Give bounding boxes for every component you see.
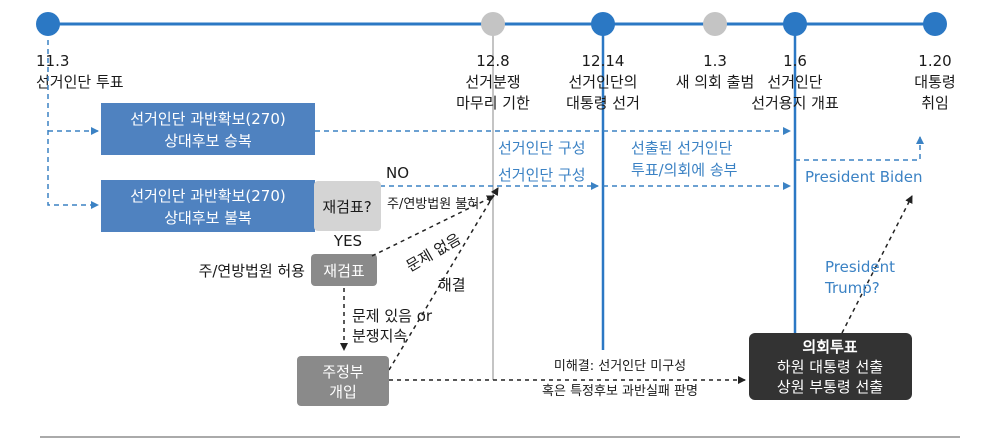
recount-question-label: 재검표? <box>322 198 371 216</box>
timeline-label-0-0: 선거인단 투표 <box>36 73 124 91</box>
inauguration-arrow <box>795 136 924 161</box>
no-problem-arrow <box>371 195 495 257</box>
house-vote-box <box>749 333 912 400</box>
win-box-line-2: 상대후보 승복 <box>164 132 252 150</box>
house-to-president-arrow <box>841 195 913 334</box>
problem-label-1: 문제 있음 or <box>352 307 433 325</box>
timeline-dot-4 <box>783 12 807 36</box>
resolved-arrow <box>388 187 499 371</box>
elector-form-label-2: 선거인단 구성 <box>498 166 586 184</box>
timeline-dot-2 <box>591 12 615 36</box>
dispute-box-line-2: 상대후보 불복 <box>164 209 252 227</box>
no-problem-label: 문제 없음 <box>403 230 464 276</box>
timeline-dot-0 <box>36 12 60 36</box>
state-gov-box <box>297 356 389 406</box>
timeline-label-1-0: 선거분쟁 <box>465 73 520 91</box>
elector-form-label-1: 선거인단 구성 <box>498 139 586 157</box>
house-vote-line-3: 상원 부통령 선출 <box>777 378 883 396</box>
timeline-label-4-0: 선거인단 <box>767 73 822 91</box>
timeline-date-2: 12.14 <box>582 52 625 70</box>
court-deny-label: 주/연방법원 불허 <box>387 197 479 212</box>
resolved-label: 해결 <box>438 276 466 294</box>
timeline-date-5: 1.20 <box>918 52 951 70</box>
dispute-box-line-1: 선거인단 과반확보(270) <box>130 187 286 205</box>
timeline-label-1-1: 마무리 기한 <box>456 94 530 112</box>
timeline-dot-3 <box>703 12 727 36</box>
timeline-label-2-0: 선거인단의 <box>568 73 637 91</box>
unresolved-label-1: 미해결: 선거인단 미구성 <box>554 359 686 374</box>
trump-label-1: President <box>825 258 895 276</box>
house-vote-line-1: 의회투표 <box>802 338 857 356</box>
court-allow-label: 주/연방법원 허용 <box>199 262 305 280</box>
timeline-label-4-1: 선거용지 개표 <box>751 94 839 112</box>
send-label-2: 투표/의회에 송부 <box>631 161 738 179</box>
left-connector-arrow <box>47 40 99 209</box>
state-gov-line-1: 주정부 <box>322 363 364 381</box>
timeline-dots <box>36 12 947 36</box>
timeline-date-0: 11.3 <box>36 52 69 70</box>
no-label: NO <box>386 164 409 182</box>
timeline-label-5-0: 대통령 <box>914 73 955 91</box>
recount-box <box>311 254 377 286</box>
yes-label: YES <box>333 232 362 250</box>
unresolved-label-2: 혹은 특정후보 과반실패 판명 <box>542 384 698 399</box>
house-vote-line-2: 하원 대통령 선출 <box>777 358 883 376</box>
win-box-line-1: 선거인단 과반확보(270) <box>130 110 286 128</box>
recount-label: 재검표 <box>323 262 365 280</box>
timeline-label-5-1: 취임 <box>921 94 949 112</box>
biden-label: President Biden <box>805 168 922 186</box>
problem-label-2: 분쟁지속 <box>352 327 407 345</box>
recount-question-box <box>314 181 381 231</box>
timeline-label-2-1: 대통령 선거 <box>566 94 640 112</box>
timeline-date-4: 1.6 <box>783 52 807 70</box>
timeline-dot-1 <box>481 12 505 36</box>
timeline-date-3: 1.3 <box>703 52 727 70</box>
timeline-label-3-0: 새 의회 출범 <box>676 73 755 91</box>
timeline-dot-5 <box>923 12 947 36</box>
trump-label-2: Trump? <box>824 279 880 297</box>
dispute-box <box>101 180 315 232</box>
win-box <box>101 103 315 155</box>
state-gov-line-2: 개입 <box>329 383 357 401</box>
timeline-date-1: 12.8 <box>476 52 509 70</box>
send-label-1: 선출된 선거인단 <box>631 139 733 157</box>
